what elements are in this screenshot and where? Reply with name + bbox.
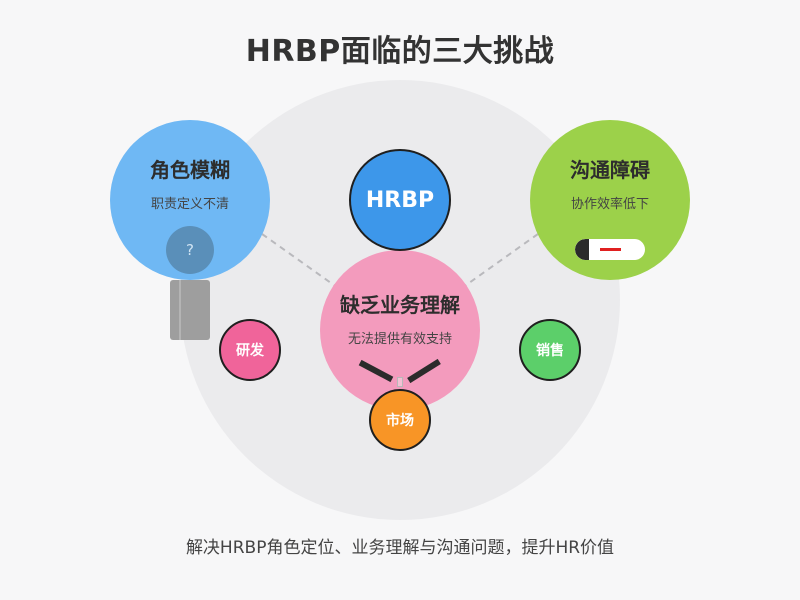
body-stripe [179, 280, 181, 340]
department-marketing: 市场 [369, 389, 431, 451]
pill-shadow [575, 239, 589, 260]
page-title: HRBP面临的三大挑战 [245, 34, 555, 69]
footer-caption: 解决HRBP角色定位、业务理解与沟通问题，提升HR价值 [185, 538, 615, 558]
challenge-communication-barrier: 沟通障碍 协作效率低下 [530, 120, 690, 280]
question-mark: ? [186, 241, 194, 259]
department-label: 研发 [236, 343, 264, 359]
challenge-title: 缺乏业务理解 [340, 293, 460, 317]
connector-role-to-business [261, 233, 339, 289]
question-head-icon: ? [166, 226, 214, 274]
challenge-title: 角色模糊 [150, 158, 230, 182]
hrbp-center-node: HRBP [349, 149, 451, 251]
challenge-subtitle: 无法提供有效支持 [347, 332, 452, 347]
challenge-title: 沟通障碍 [570, 158, 650, 182]
department-label: 市场 [386, 413, 414, 429]
red-dash-icon [600, 248, 621, 251]
connector-communication-to-business [461, 233, 539, 289]
challenge-subtitle: 职责定义不清 [150, 197, 229, 212]
person-body-icon [170, 280, 210, 340]
department-rd: 研发 [219, 319, 281, 381]
small-glyph-icon [397, 377, 403, 387]
challenge-role-ambiguity: 角色模糊 职责定义不清 [110, 120, 270, 280]
speech-block-icon [575, 239, 645, 260]
challenge-subtitle: 协作效率低下 [570, 197, 649, 212]
hrbp-label: HRBP [365, 187, 435, 213]
department-label: 销售 [536, 343, 564, 359]
department-sales: 销售 [519, 319, 581, 381]
